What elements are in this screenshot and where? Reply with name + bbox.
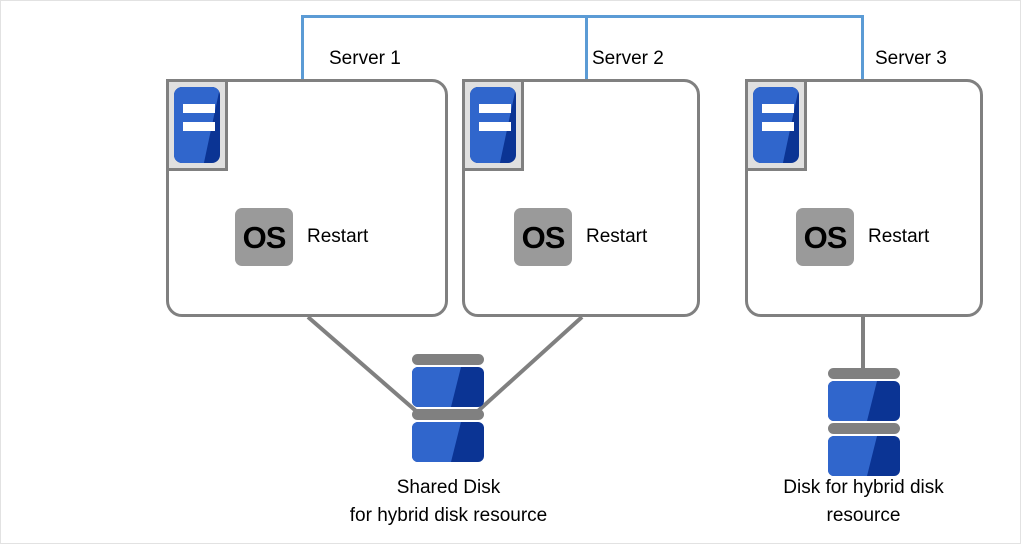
shared-disk-caption-line2: for hybrid disk resource [349,504,548,526]
hybrid-disk-caption: Disk for hybrid disk resource [756,474,971,529]
disk-cap-middle [412,409,484,420]
restart-label-2: Restart [586,226,648,247]
os-restart-group-1: OS Restart [235,208,368,266]
server-icon-body [470,87,516,163]
server-label-1: Server 1 [329,48,401,69]
server-icon-bar-top [762,104,794,113]
server-box-1[interactable] [166,79,448,317]
network-drop-server-3 [861,15,864,79]
connector-server1-to-shared-disk [306,315,418,413]
server-icon-bar-bottom [479,122,511,131]
disk-platter-2 [828,436,900,476]
hybrid-disk-caption-line2: resource [826,504,901,526]
restart-label-1: Restart [307,226,369,247]
os-restart-group-3: OS Restart [796,208,929,266]
server-icon-body [753,87,799,163]
server-icon-bar-top [183,104,215,113]
network-bus-horizontal [301,15,864,18]
server-icon-bar-bottom [183,122,215,131]
disk-platter-1 [828,381,900,421]
server-icon-body [174,87,220,163]
network-drop-server-2 [585,15,588,79]
shared-disk-caption-line1: Shared Disk [396,477,501,498]
server-icon-3 [745,79,807,171]
hybrid-disk-caption-line1: Disk for hybrid disk [783,477,944,498]
os-badge-1: OS [235,208,293,266]
server-label-2: Server 2 [592,48,664,69]
network-drop-server-1 [301,15,304,79]
disk-platter-2 [412,422,484,462]
disk-cap-top [828,368,900,379]
restart-label-3: Restart [868,226,930,247]
server-icon-2 [462,79,524,171]
server-icon-1 [166,79,228,171]
server-label-3: Server 3 [875,48,947,69]
shared-disk-icon [412,354,484,464]
server-icon-bar-top [479,104,511,113]
disk-cap-middle [828,423,900,434]
os-badge-2: OS [514,208,572,266]
hybrid-disk-icon [828,368,900,478]
disk-cap-top [412,354,484,365]
os-badge-3: OS [796,208,854,266]
disk-platter-1 [412,367,484,407]
connector-server2-to-shared-disk [476,315,584,413]
os-restart-group-2: OS Restart [514,208,647,266]
shared-disk-caption: Shared Disk for hybrid disk resource [311,474,586,529]
server-icon-bar-bottom [762,122,794,131]
